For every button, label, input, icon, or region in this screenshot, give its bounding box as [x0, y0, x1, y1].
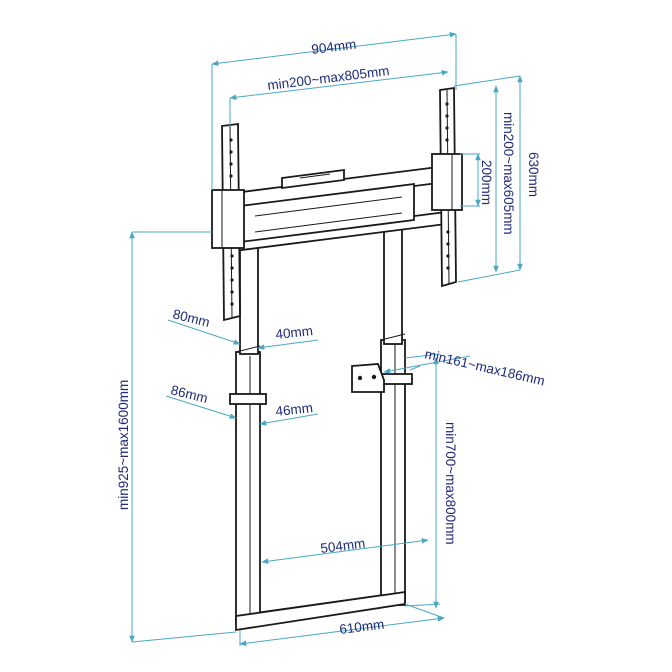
left-column-clamp [229, 393, 267, 405]
wall-bracket [351, 363, 385, 393]
dimension-lines [129, 31, 523, 646]
right-arm-clamp [431, 153, 463, 211]
vesa-horizontal-label: min200~max805mm [267, 63, 391, 93]
lower-column-width-label: 86mm [169, 382, 209, 406]
left-lower-column [235, 351, 261, 625]
arm-spacing-label: 200mm [479, 160, 494, 205]
total-height-label: min925~max1600mm [116, 380, 131, 510]
right-upper-column [383, 221, 403, 345]
dimension-labels: 904mm min200~max805mm 630mm min200~max60… [116, 37, 546, 637]
overall-width-label: 904mm [311, 37, 358, 57]
left-arm-clamp [211, 189, 245, 249]
upper-column-width-label: 80mm [171, 306, 211, 330]
inner-width-label: 504mm [320, 536, 367, 556]
left-upper-column [239, 235, 259, 355]
crossbar-assembly [225, 164, 447, 254]
lower-column-depth-label: 46mm [275, 400, 314, 419]
column-height-label: min700~max800mm [443, 422, 458, 545]
upper-column-depth-label: 40mm [275, 323, 314, 342]
vesa-vertical-label: min200~max605mm [501, 112, 516, 235]
base-width-label: 610mm [339, 617, 386, 637]
wall-bracket-offset-label: min161~max186mm [423, 346, 546, 388]
bracket-height-label: 630mm [526, 152, 541, 197]
